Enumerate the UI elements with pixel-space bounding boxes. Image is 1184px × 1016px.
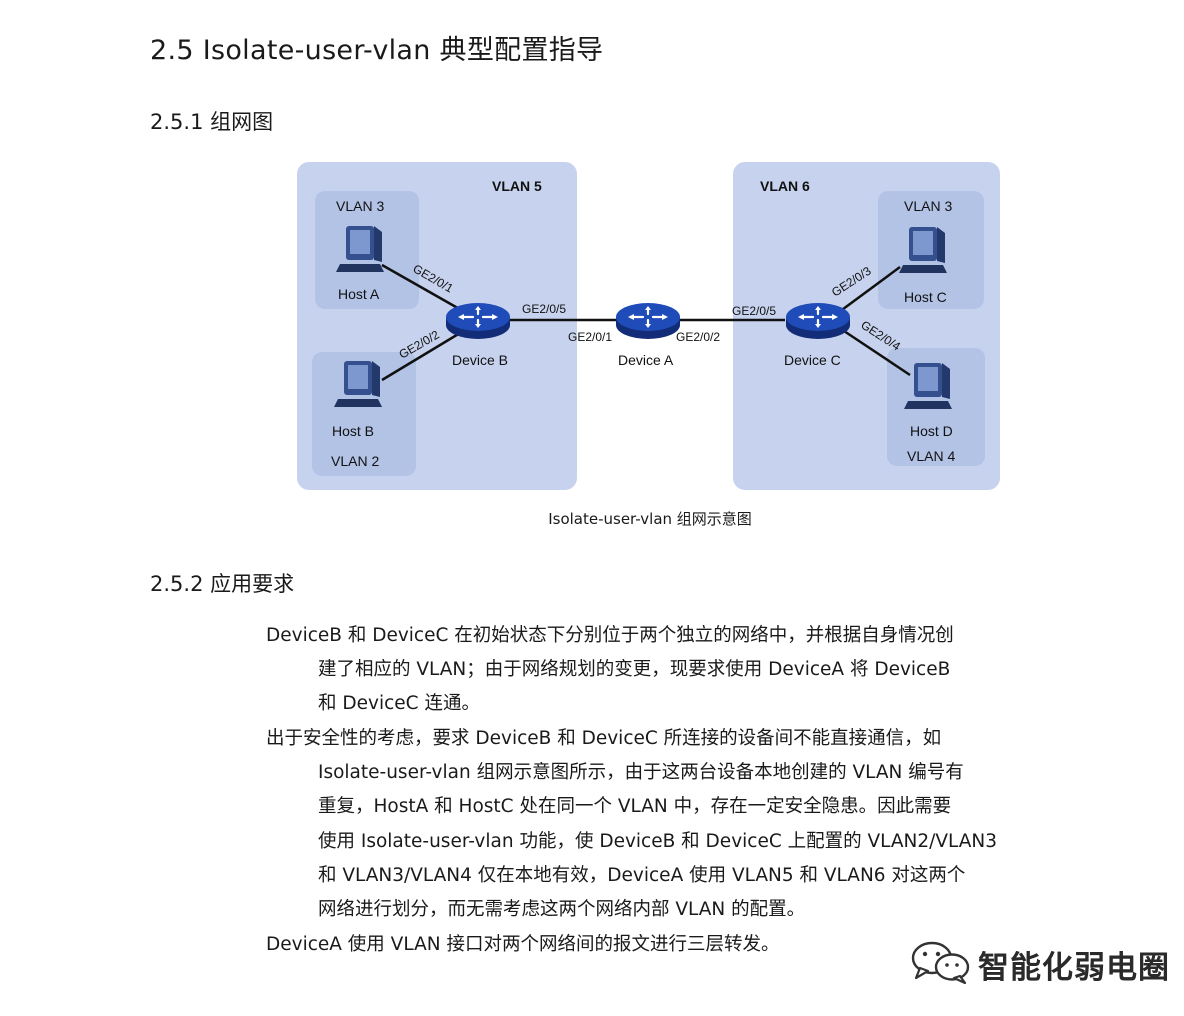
device-b-icon bbox=[444, 301, 512, 341]
section-title-requirements: 2.5.2 应用要求 bbox=[150, 572, 295, 596]
link-hostb-deviceb bbox=[381, 325, 471, 382]
device-b-label: Device B bbox=[452, 352, 508, 368]
paragraph-line: Isolate-user-vlan 组网示意图所示，由于这两台设备本地创建的 V… bbox=[318, 762, 964, 784]
device-c-label: Device C bbox=[784, 352, 841, 368]
paragraph-line: 和 DeviceC 连通。 bbox=[318, 693, 480, 715]
paragraph-line: DeviceA 使用 VLAN 接口对两个网络间的报文进行三层转发。 bbox=[266, 934, 780, 955]
paragraph-line: 网络进行划分，而无需考虑这两个网络内部 VLAN 的配置。 bbox=[318, 899, 806, 921]
link-devicec-hostc bbox=[834, 265, 901, 317]
paragraph-3: DeviceA 使用 VLAN 接口对两个网络间的报文进行三层转发。 bbox=[266, 928, 1034, 962]
link-hosta-deviceb bbox=[381, 263, 471, 317]
paragraph-line: 使用 Isolate-user-vlan 功能，使 DeviceB 和 Devi… bbox=[318, 830, 998, 852]
port-b-a: GE2/0/5 bbox=[522, 302, 566, 316]
network-diagram: VLAN 5 VLAN 6 VLAN 3 Host A Host B VLAN … bbox=[297, 162, 1000, 490]
watermark: 智能化弱电圈 bbox=[908, 938, 1169, 988]
host-d-label: Host D bbox=[910, 423, 953, 439]
paragraph-1: DeviceB 和 DeviceC 在初始状态下分别位于两个独立的网络中，并根据… bbox=[266, 619, 1034, 722]
paragraph-line: 建了相应的 VLAN；由于网络规划的变更，现要求使用 DeviceA 将 Dev… bbox=[318, 659, 951, 681]
figure-caption: Isolate-user-vlan 组网示意图 bbox=[548, 510, 752, 528]
vlan6-label: VLAN 6 bbox=[760, 178, 810, 194]
port-c-a: GE2/0/5 bbox=[732, 304, 776, 318]
paragraph-line: 出于安全性的考虑，要求 DeviceB 和 DeviceC 所连接的设备间不能直… bbox=[266, 728, 942, 749]
device-a-icon bbox=[614, 301, 682, 341]
host-d-vlan: VLAN 4 bbox=[907, 448, 955, 464]
paragraph-line: 重复，HostA 和 HostC 处在同一个 VLAN 中，存在一定安全隐患。因… bbox=[318, 796, 952, 818]
device-c-icon bbox=[784, 301, 852, 341]
device-a-label: Device A bbox=[618, 352, 674, 368]
paragraph-line: DeviceB 和 DeviceC 在初始状态下分别位于两个独立的网络中，并根据… bbox=[266, 625, 954, 646]
paragraph-line: 和 VLAN3/VLAN4 仅在本地有效，DeviceA 使用 VLAN5 和 … bbox=[318, 864, 966, 886]
link-devicec-hostd bbox=[834, 323, 911, 377]
host-a-vlan: VLAN 3 bbox=[336, 198, 384, 214]
watermark-text: 智能化弱电圈 bbox=[978, 950, 1170, 986]
vlan5-label: VLAN 5 bbox=[492, 178, 542, 194]
host-b-vlan: VLAN 2 bbox=[331, 453, 379, 469]
host-c-label: Host C bbox=[904, 289, 947, 305]
section-title-topology: 2.5.1 组网图 bbox=[150, 110, 274, 134]
port-a-b: GE2/0/1 bbox=[568, 330, 612, 344]
wechat-icon bbox=[911, 941, 970, 984]
paragraph-2: 出于安全性的考虑，要求 DeviceB 和 DeviceC 所连接的设备间不能直… bbox=[266, 722, 1034, 927]
page-heading: 2.5 Isolate-user-vlan 典型配置指导 bbox=[150, 35, 604, 66]
port-a-c: GE2/0/2 bbox=[676, 330, 720, 344]
host-c-vlan: VLAN 3 bbox=[904, 198, 952, 214]
host-b-box bbox=[312, 352, 416, 476]
host-b-label: Host B bbox=[332, 423, 374, 439]
host-a-label: Host A bbox=[338, 286, 380, 302]
